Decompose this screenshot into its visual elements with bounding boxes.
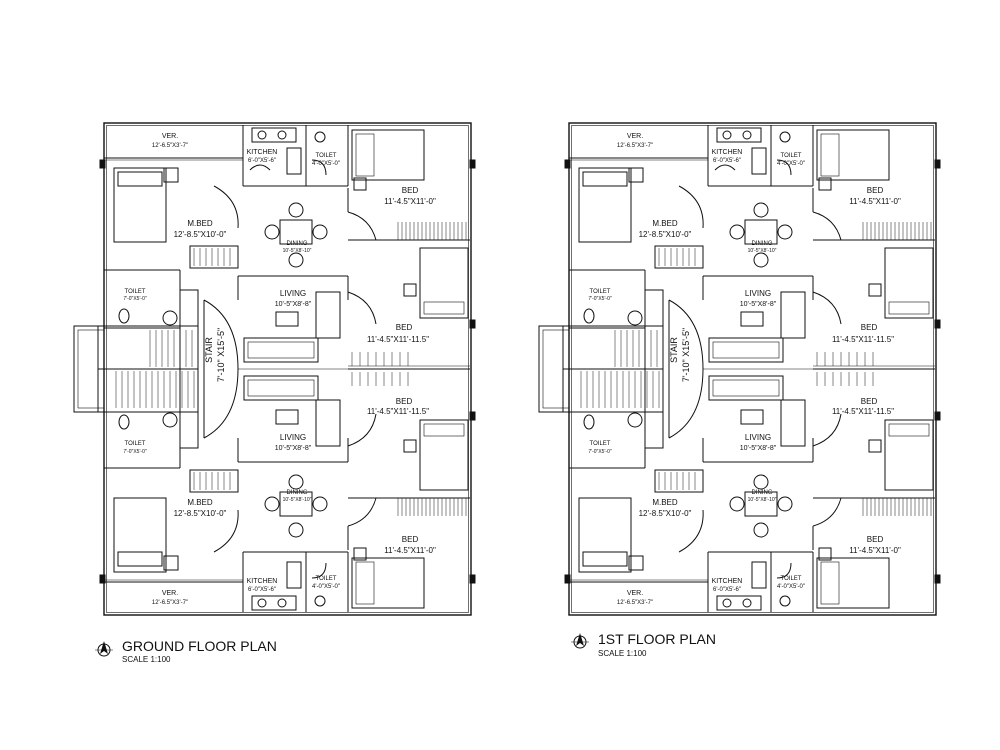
stair-label: STAIR: [204, 337, 214, 363]
plan-title: GROUND FLOOR PLAN: [122, 638, 277, 654]
room-label: TOILET: [781, 153, 802, 159]
ground-floor-labels: VER. 12'-6.5"X3'-7" KITCHEN 6'-0"X5'-6" …: [123, 133, 436, 606]
room-label: M.BED: [187, 498, 213, 507]
room-dim: 6'-0"X5'-6": [248, 158, 276, 164]
room-dim: 10'-5"X8'-8": [275, 301, 312, 308]
room-label: LIVING: [745, 289, 771, 298]
room-dim: 11'-4.5"X11'-0": [384, 546, 436, 555]
room-dim: 11'-4.5"X11'-11.5": [832, 407, 894, 416]
room-label: BED: [867, 535, 884, 544]
room-label: TOILET: [125, 441, 146, 447]
room-dim: 10'-5"X8'-10": [283, 497, 312, 503]
room-dim: 12'-8.5"X10'-0": [174, 230, 227, 239]
room-label: TOILET: [316, 576, 337, 582]
plan-title: 1ST FLOOR PLAN: [598, 631, 716, 647]
plan-scale: SCALE 1:100: [122, 655, 171, 664]
room-dim: 12'-8.5"X10'-0": [174, 509, 227, 518]
first-floor-labels: VER. 12'-6.5"X3'-7" KITCHEN 6'-0"X5'-6" …: [588, 133, 901, 606]
room-label: DINING: [752, 241, 773, 247]
room-label: BED: [396, 323, 413, 332]
room-label: BED: [867, 186, 884, 195]
room-label: BED: [861, 323, 878, 332]
stair-dim: 7'-10" X15'-5": [681, 328, 691, 382]
room-label: LIVING: [280, 289, 306, 298]
room-label: M.BED: [652, 219, 678, 228]
room-dim: 7'-0"X5'-0": [123, 296, 146, 302]
room-label: TOILET: [590, 441, 611, 447]
room-label: BED: [861, 397, 878, 406]
room-label: TOILET: [125, 289, 146, 295]
room-label: DINING: [287, 490, 308, 496]
room-dim: 11'-4.5"X11'-0": [849, 546, 901, 555]
room-label: LIVING: [745, 433, 771, 442]
room-dim: 10'-5"X8'-8": [275, 445, 312, 452]
plan-scale: SCALE 1:100: [598, 649, 647, 658]
room-label: VER.: [627, 590, 643, 597]
first-floor-caption: 1ST FLOOR PLAN SCALE 1:100: [598, 631, 716, 658]
room-label: TOILET: [590, 289, 611, 295]
room-dim: 11'-4.5"X11'-11.5": [832, 335, 894, 344]
room-dim: 12'-6.5"X3'-7": [617, 600, 653, 606]
room-label: TOILET: [781, 576, 802, 582]
room-label: KITCHEN: [247, 149, 278, 156]
room-dim: 10'-5"X8'-8": [740, 301, 777, 308]
room-dim: 11'-4.5"X11'-0": [849, 197, 901, 206]
room-label: VER.: [162, 590, 178, 597]
room-dim: 6'-0"X5'-6": [248, 587, 276, 593]
room-label: BED: [402, 186, 419, 195]
room-dim: 4'-0"X5'-0": [777, 584, 805, 590]
room-dim: 12'-8.5"X10'-0": [639, 230, 692, 239]
room-label: BED: [396, 397, 413, 406]
room-dim: 11'-4.5"X11'-0": [384, 197, 436, 206]
room-label: M.BED: [187, 219, 213, 228]
room-dim: 12'-8.5"X10'-0": [639, 509, 692, 518]
room-label: VER.: [627, 133, 643, 140]
room-label: M.BED: [652, 498, 678, 507]
room-dim: 10'-5"X8'-10": [748, 497, 777, 503]
room-dim: 10'-5"X8'-10": [748, 248, 777, 254]
room-dim: 10'-5"X8'-8": [740, 445, 777, 452]
room-dim: 6'-0"X5'-6": [713, 587, 741, 593]
room-dim: 4'-0"X5'-0": [312, 161, 340, 167]
room-dim: 10'-5"X8'-10": [283, 248, 312, 254]
room-dim: 12'-6.5"X3'-7": [152, 600, 188, 606]
room-dim: 4'-0"X5'-0": [312, 584, 340, 590]
ground-floor-caption: GROUND FLOOR PLAN SCALE 1:100: [122, 638, 277, 664]
room-label: KITCHEN: [712, 149, 743, 156]
room-label: KITCHEN: [712, 578, 743, 585]
room-dim: 7'-0"X5'-0": [123, 449, 146, 455]
north-arrow-icon: [571, 633, 589, 649]
stair-dim: 7'-10" X15'-5": [216, 328, 226, 382]
room-dim: 12'-6.5"X3'-7": [617, 143, 653, 149]
room-dim: 11'-4.5"X11'-11.5": [367, 407, 429, 416]
room-label: VER.: [162, 133, 178, 140]
room-dim: 4'-0"X5'-0": [777, 161, 805, 167]
room-dim: 6'-0"X5'-6": [713, 158, 741, 164]
room-dim: 11'-4.5"X11'-11.5": [367, 335, 429, 344]
north-arrow-icon: [95, 641, 113, 657]
room-label: TOILET: [316, 153, 337, 159]
room-label: DINING: [752, 490, 773, 496]
room-dim: 7'-0"X5'-0": [588, 449, 611, 455]
room-label: DINING: [287, 241, 308, 247]
room-label: BED: [402, 535, 419, 544]
room-label: KITCHEN: [247, 578, 278, 585]
room-dim: 12'-6.5"X3'-7": [152, 143, 188, 149]
stair-label: STAIR: [669, 337, 679, 363]
room-dim: 7'-0"X5'-0": [588, 296, 611, 302]
room-label: LIVING: [280, 433, 306, 442]
